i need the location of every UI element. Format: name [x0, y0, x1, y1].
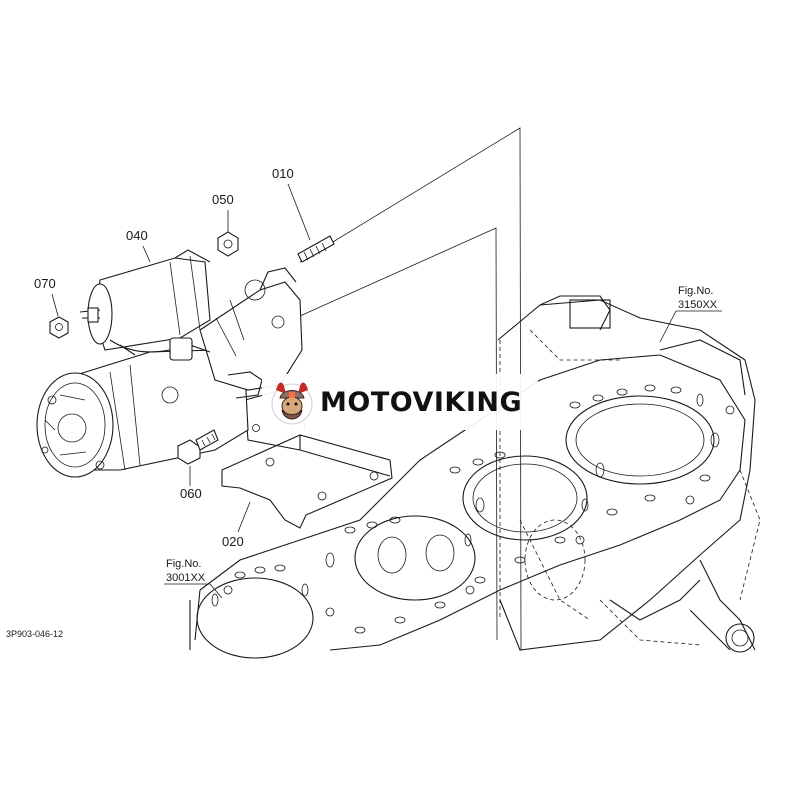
callout-060: 060 — [180, 486, 202, 501]
viking-helmet-icon — [271, 382, 313, 425]
drawing-code: 3P903-046-12 — [6, 629, 63, 639]
nut-050 — [217, 231, 239, 257]
callout-020: 020 — [222, 534, 244, 549]
brand-name: MOTOVIKING — [320, 386, 523, 418]
callout-040: 040 — [126, 228, 148, 243]
watermark: MOTOVIKING — [262, 374, 538, 430]
callout-050: 050 — [212, 192, 234, 207]
fig-ref-number-2: 3001XX — [166, 572, 206, 584]
fig-ref-prefix-2: Fig.No. — [166, 558, 201, 570]
figure-references: Fig.No. 3150XX Fig.No. 3001XX — [164, 285, 722, 599]
nut-070 — [49, 316, 69, 339]
bolt-060 — [177, 429, 219, 465]
stud-010 — [297, 235, 335, 263]
fig-ref-number-1: 3150XX — [678, 299, 718, 311]
callout-010: 010 — [272, 166, 294, 181]
callout-070: 070 — [34, 276, 56, 291]
starter-motor — [36, 249, 303, 478]
reference-lines — [299, 127, 522, 651]
engine-block — [189, 295, 761, 659]
fig-ref-prefix-1: Fig.No. — [678, 285, 713, 297]
callouts: 010 050 040 070 060 020 — [34, 166, 311, 549]
